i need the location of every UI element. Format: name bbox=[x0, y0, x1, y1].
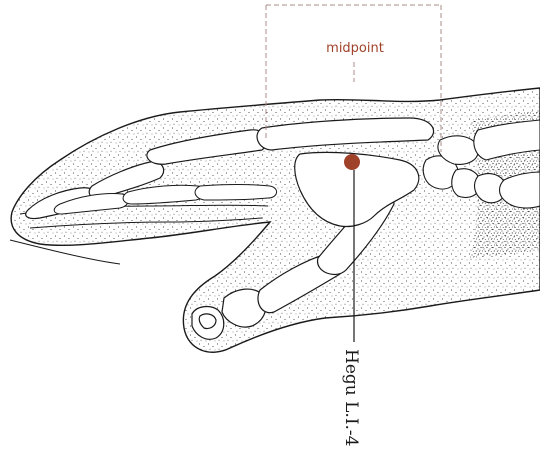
acupoint-marker-icon bbox=[344, 154, 360, 170]
midpoint-label: midpoint bbox=[326, 41, 384, 56]
hand-illustration bbox=[10, 88, 540, 352]
acupoint-label: Hegu L.I.-4 bbox=[341, 349, 361, 447]
